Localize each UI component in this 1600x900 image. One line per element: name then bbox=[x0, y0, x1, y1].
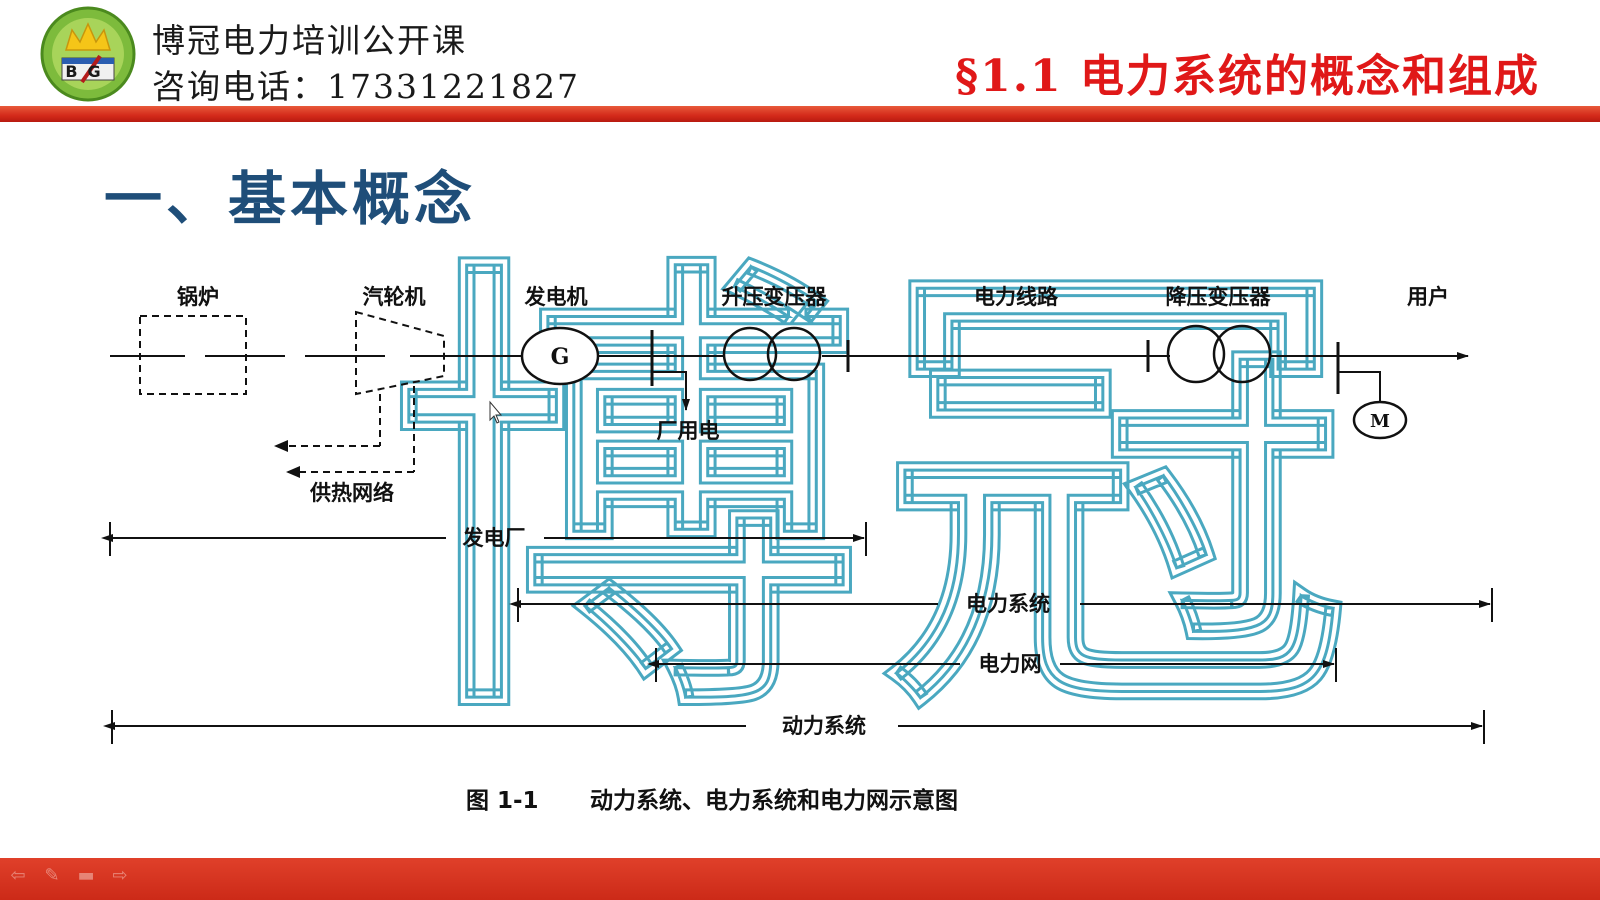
span-power-grid bbox=[647, 648, 1337, 682]
label-heat-network: 供热网络 bbox=[309, 481, 394, 505]
station-service-line bbox=[652, 371, 690, 411]
consult-phone: 咨询电话：17331221827 bbox=[152, 67, 580, 106]
back-arrow-icon[interactable]: ⇦ bbox=[10, 865, 26, 886]
step-up-transformer-winding-2 bbox=[766, 326, 822, 382]
label-generator: 发电机 bbox=[524, 285, 588, 309]
motor-feeder bbox=[1338, 371, 1381, 402]
brand-name: 博冠电力培训公开课 bbox=[152, 21, 467, 60]
logo-letters: BG bbox=[65, 62, 110, 81]
label-turbine: 汽轮机 bbox=[363, 285, 426, 309]
label-step-down-transformer: 降压变压器 bbox=[1166, 285, 1272, 309]
motor-letter: M bbox=[1370, 411, 1390, 432]
header-divider bbox=[0, 106, 1600, 122]
span-power-plant bbox=[101, 522, 867, 556]
step-down-transformer-winding-1 bbox=[1166, 324, 1226, 384]
menu-icon[interactable]: ▬ bbox=[77, 865, 95, 886]
heat-arrow-upper bbox=[274, 440, 288, 452]
step-up-transformer-winding-1 bbox=[722, 326, 778, 382]
section-heading: 一、基本概念 bbox=[104, 165, 477, 233]
heat-network-lines bbox=[276, 386, 415, 473]
slideshow-controls: ⇦ ✎ ▬ ⇨ bbox=[8, 866, 130, 892]
caption-number: 图 1-1 bbox=[466, 788, 539, 814]
generator-letter: G bbox=[551, 344, 570, 370]
label-power-plant: 发电厂 bbox=[462, 526, 526, 550]
heat-arrow-lower bbox=[286, 466, 300, 478]
slide-title: §1.1 电力系统的概念和组成 bbox=[955, 51, 1540, 102]
generator-symbol bbox=[520, 326, 600, 386]
label-power-grid: 电力网 bbox=[979, 652, 1042, 676]
label-dynamic-power-system: 动力系统 bbox=[782, 714, 866, 738]
caption-text: 动力系统、电力系统和电力网示意图 bbox=[590, 787, 958, 814]
label-step-up-transformer: 升压变压器 bbox=[722, 285, 828, 309]
forward-arrow-icon[interactable]: ⇨ bbox=[112, 865, 128, 886]
footer-bar bbox=[0, 858, 1600, 900]
step-down-transformer-winding-2 bbox=[1212, 324, 1272, 384]
watermark-text: 博冠 bbox=[390, 224, 1370, 771]
label-power-line: 电力线路 bbox=[974, 285, 1059, 309]
pen-icon[interactable]: ✎ bbox=[44, 865, 60, 886]
motor-symbol bbox=[1352, 400, 1408, 440]
label-boiler: 锅炉 bbox=[177, 285, 219, 309]
span-power-system bbox=[509, 588, 1493, 622]
span-dynamic-power-system bbox=[103, 710, 1485, 744]
mouse-cursor-icon bbox=[489, 400, 503, 424]
logo: BG bbox=[40, 6, 136, 102]
turbine-shape bbox=[355, 310, 445, 396]
label-power-system: 电力系统 bbox=[966, 592, 1050, 616]
label-station-service: 厂用电 bbox=[657, 419, 720, 443]
boiler-box bbox=[139, 315, 247, 395]
label-consumer: 用户 bbox=[1407, 285, 1449, 309]
